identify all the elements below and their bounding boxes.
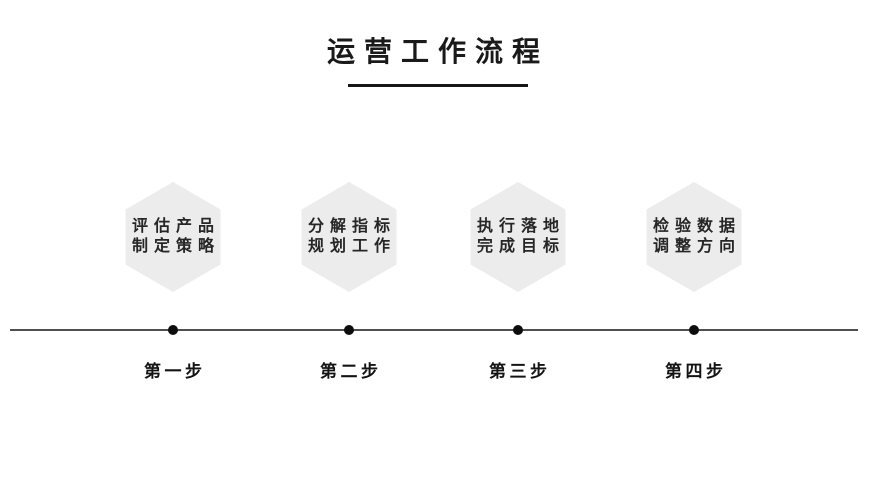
hexagon-1-line2: 制定策略 — [131, 238, 220, 255]
timeline-dot-3 — [513, 325, 523, 335]
page-title: 运营工作流程 — [326, 36, 549, 67]
hexagon-4-line2: 调整方向 — [652, 238, 741, 255]
hexagon-shape-2: 分解指标 规划工作 — [301, 182, 397, 292]
hexagon-2-line1: 分解指标 — [307, 218, 396, 235]
step-3: 执行落地 完成目标 第三步 — [443, 0, 593, 485]
step-label-4: 第四步 — [665, 362, 727, 381]
hexagon-3-line2: 完成目标 — [476, 238, 565, 255]
hexagon-text-3: 执行落地 完成目标 — [471, 217, 565, 257]
hexagon-text-4: 检验数据 调整方向 — [647, 217, 741, 257]
step-label-3: 第三步 — [489, 362, 551, 381]
hexagon-1-line1: 评估产品 — [131, 218, 220, 235]
hexagon-shape-4: 检验数据 调整方向 — [646, 182, 742, 292]
hexagon-4-line1: 检验数据 — [652, 218, 741, 235]
timeline-line — [10, 329, 858, 331]
timeline-dot-4 — [689, 325, 699, 335]
step-4: 检验数据 调整方向 第四步 — [619, 0, 769, 485]
step-label-1: 第一步 — [144, 362, 206, 381]
step-2: 分解指标 规划工作 第二步 — [274, 0, 424, 485]
title-block: 运营工作流程 — [0, 37, 876, 87]
hexagon-text-1: 评估产品 制定策略 — [126, 217, 220, 257]
timeline-dot-1 — [168, 325, 178, 335]
hexagon-shape-3: 执行落地 完成目标 — [470, 182, 566, 292]
timeline-dot-2 — [344, 325, 354, 335]
hexagon-2-line2: 规划工作 — [307, 238, 396, 255]
hexagon-text-2: 分解指标 规划工作 — [302, 217, 396, 257]
hexagon-shape-1: 评估产品 制定策略 — [125, 182, 221, 292]
hexagon-3-line1: 执行落地 — [476, 218, 565, 235]
step-label-2: 第二步 — [320, 362, 382, 381]
step-1: 评估产品 制定策略 第一步 — [98, 0, 248, 485]
title-underline — [348, 84, 528, 87]
